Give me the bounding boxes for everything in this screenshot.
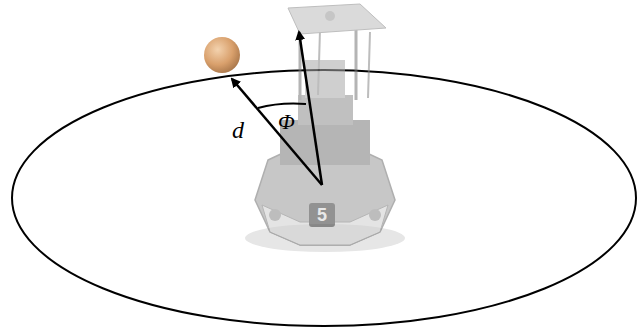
heading-arrow [299,32,322,185]
angle-label: Φ [278,111,295,133]
robot-number: 5 [317,206,327,224]
range-ellipse [12,70,636,326]
robot-body [255,4,395,245]
ball [204,37,240,73]
distance-label: d [232,118,244,142]
angle-arc [258,104,306,109]
